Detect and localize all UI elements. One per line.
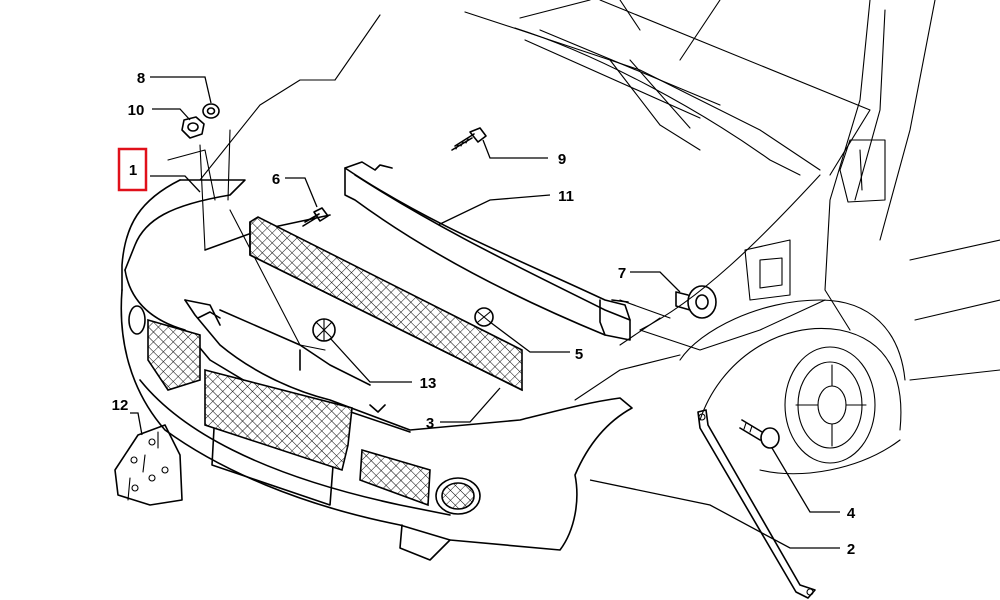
callout-10: 10 — [128, 102, 145, 119]
callout-3: 3 — [426, 415, 434, 432]
callout-7: 7 — [618, 265, 626, 282]
round-clip-icon — [474, 307, 494, 327]
callout-1: 1 — [129, 162, 137, 179]
callout-9: 9 — [558, 151, 566, 168]
callout-11: 11 — [558, 188, 574, 205]
screw-icon — [302, 207, 329, 227]
callout-13: 13 — [420, 375, 437, 392]
support-rod — [697, 409, 816, 599]
leader-lines — [130, 76, 840, 549]
washer-icon — [202, 103, 220, 119]
callout-1-highlight-box — [117, 147, 148, 192]
push-clip-icon — [675, 285, 717, 319]
front-bumper — [120, 179, 633, 561]
car-body-outline — [199, 0, 1000, 475]
callout-12: 12 — [112, 397, 129, 414]
bolt-icon — [739, 419, 780, 449]
callout-8: 8 — [137, 70, 145, 87]
bumper-crossmember — [344, 161, 631, 341]
nut-icon — [181, 116, 205, 139]
callout-6: 6 — [272, 171, 280, 188]
screw-icon — [451, 127, 487, 151]
callout-5: 5 — [575, 346, 583, 363]
callout-2: 2 — [847, 541, 855, 558]
star-clip-icon — [312, 318, 336, 342]
callout-4: 4 — [847, 505, 856, 522]
mounting-bracket — [114, 424, 183, 506]
